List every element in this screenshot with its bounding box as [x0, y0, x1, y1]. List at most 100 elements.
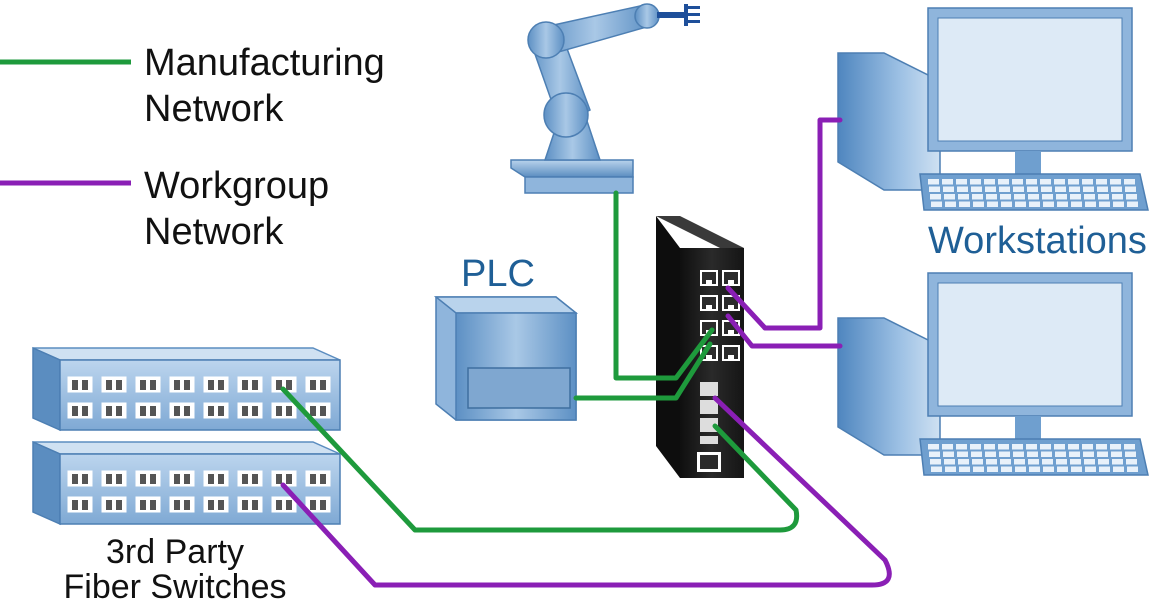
keyboard-key — [1026, 444, 1037, 450]
rj45-port — [722, 270, 740, 286]
fiber-port — [271, 496, 297, 513]
keyboard-key — [1012, 444, 1023, 450]
keyboard-key — [943, 186, 954, 192]
keyboard-key — [1028, 459, 1039, 465]
cable-switch-workstation-2 — [725, 313, 843, 349]
fiber-port — [305, 496, 331, 513]
keyboard-key — [973, 201, 984, 207]
cable-fiber-switch-top — [280, 386, 800, 533]
keyboard-key — [1112, 459, 1123, 465]
keyboard-key — [1083, 451, 1094, 457]
keyboard-key — [970, 179, 981, 185]
fiber-port — [101, 376, 127, 393]
rj45-port — [722, 345, 740, 361]
keyboard-key — [1125, 186, 1136, 192]
keyboard-key — [1098, 194, 1109, 200]
keyboard-key — [1099, 466, 1110, 472]
keyboard-key — [1071, 466, 1082, 472]
keyboard-key — [986, 459, 997, 465]
keyboard-key — [1112, 194, 1123, 200]
legend-workgroup-label-1: Workgroup — [144, 165, 330, 207]
fiber-port — [203, 496, 229, 513]
keyboard-key — [929, 186, 940, 192]
keyboard-key — [1028, 194, 1039, 200]
fiber-port — [67, 496, 93, 513]
keyboard-key — [1056, 459, 1067, 465]
cable-plc-switch — [573, 341, 713, 401]
workgroup-cables — [280, 117, 892, 588]
keyboard-key — [1124, 179, 1135, 185]
fiber-switch-icon — [32, 346, 341, 526]
keyboard-key — [973, 466, 984, 472]
keyboard-key — [984, 179, 995, 185]
plc-icon — [433, 296, 579, 421]
keyboard-key — [928, 444, 939, 450]
keyboard-key — [1029, 466, 1040, 472]
keyboard-key — [1000, 459, 1011, 465]
keyboard-key — [1027, 451, 1038, 457]
keyboard-key — [1068, 444, 1079, 450]
keyboard-key — [1071, 201, 1082, 207]
keyboard-key — [1124, 444, 1135, 450]
keyboard-key — [1012, 179, 1023, 185]
fiber-port — [67, 402, 93, 419]
fiber-port — [101, 402, 127, 419]
keyboard-key — [1127, 466, 1138, 472]
keyboard-key — [1043, 201, 1054, 207]
keyboard-key — [1014, 459, 1025, 465]
keyboard-key — [1082, 444, 1093, 450]
keyboard-key — [930, 194, 941, 200]
keyboard-key — [1014, 194, 1025, 200]
keyboard-key — [1042, 194, 1053, 200]
fiber-port — [169, 402, 195, 419]
cable-fiber-switch-bottom — [280, 395, 892, 588]
manufacturing-cables — [280, 190, 800, 533]
keyboard-key — [972, 459, 983, 465]
keyboard-key — [1084, 194, 1095, 200]
keyboard-key — [998, 444, 1009, 450]
keyboard-key — [1111, 451, 1122, 457]
fiber-port — [271, 402, 297, 419]
keyboard-key — [1054, 179, 1065, 185]
keyboard-key — [1126, 459, 1137, 465]
keyboard-key — [1000, 194, 1011, 200]
fiber-port — [169, 470, 195, 487]
workstations-label: Workstations — [928, 220, 1147, 262]
keyboard-key — [999, 451, 1010, 457]
legend-workgroup-label-2: Network — [144, 211, 284, 253]
keyboard-key — [945, 466, 956, 472]
fiber-port — [101, 470, 127, 487]
keyboard-key — [956, 444, 967, 450]
keyboard-key — [970, 444, 981, 450]
keyboard-key — [1043, 466, 1054, 472]
keyboard-key — [971, 186, 982, 192]
keyboard-key — [1098, 459, 1109, 465]
legend-manufacturing-label-2: Network — [144, 88, 284, 130]
cable-switch-workstation-1 — [725, 117, 843, 331]
keyboard-key — [1113, 201, 1124, 207]
keyboard-key — [1096, 444, 1107, 450]
fiber-port — [237, 376, 263, 393]
keyboard-key — [1041, 451, 1052, 457]
robot-arm-icon — [510, 3, 700, 194]
keyboard-key — [1126, 194, 1137, 200]
keyboard-key — [1056, 194, 1067, 200]
fiber-port — [135, 470, 161, 487]
keyboard-key — [1097, 186, 1108, 192]
keyboard-key — [931, 201, 942, 207]
keyboard-key — [1069, 451, 1080, 457]
keyboard-key — [1042, 459, 1053, 465]
keyboard-key — [985, 186, 996, 192]
fiber-port — [67, 470, 93, 487]
keyboard-key — [930, 459, 941, 465]
keyboard-key — [957, 186, 968, 192]
fiber-port — [305, 470, 331, 487]
keyboard-key — [945, 201, 956, 207]
keyboard-key — [944, 194, 955, 200]
rj45-port — [700, 270, 718, 286]
keyboard-key — [1083, 186, 1094, 192]
keyboard-key — [972, 194, 983, 200]
fiber-port — [203, 402, 229, 419]
keyboard-key — [1070, 459, 1081, 465]
fiber-port — [237, 470, 263, 487]
